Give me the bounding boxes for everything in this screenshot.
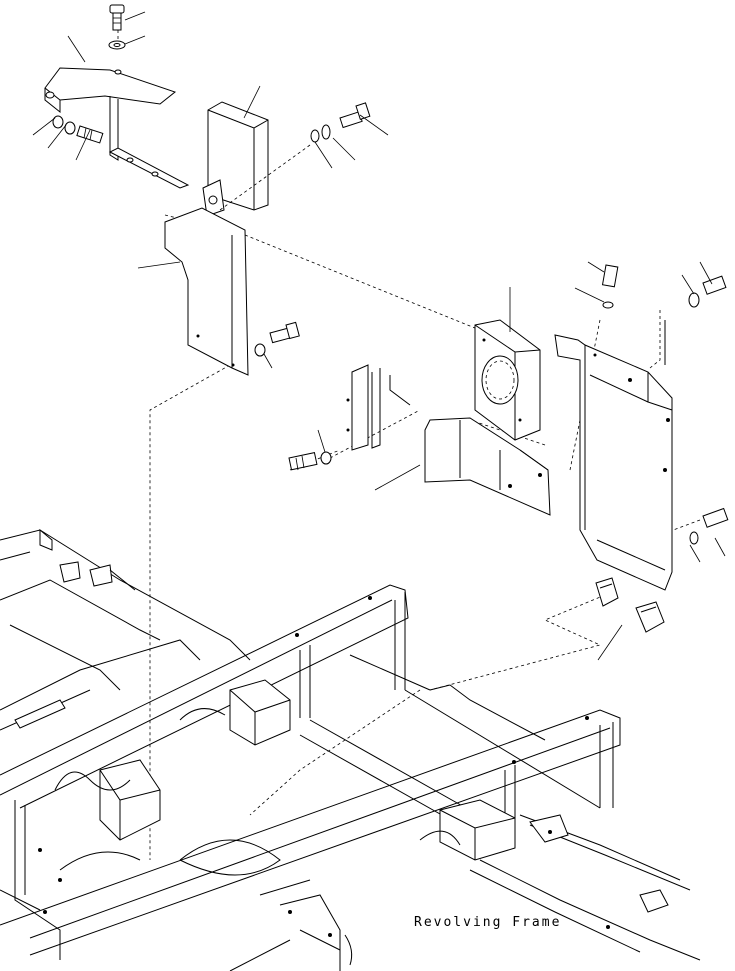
cover-bolt: [255, 322, 299, 356]
clip-brackets: [596, 578, 664, 632]
revolving-frame: [0, 530, 700, 971]
center-bracket: [289, 365, 550, 515]
top-right-fasteners: [603, 265, 728, 544]
mounting-bracket: [45, 68, 188, 188]
top-bolt: [110, 5, 124, 30]
diagram-caption: Revolving Frame: [414, 915, 562, 930]
rubber-pad: [208, 102, 268, 210]
leader-lines: [33, 12, 725, 660]
center-bolt: [289, 452, 331, 470]
pad-bolt-set: [311, 103, 370, 142]
left-cover-plate: [165, 208, 299, 375]
right-cover-plate: [555, 320, 672, 590]
side-bolt: [53, 116, 103, 143]
top-washer: [109, 41, 125, 49]
coupling-block: [475, 320, 540, 440]
assembly-centerlines: [118, 30, 700, 860]
upper-bracket-assembly: [45, 5, 370, 216]
